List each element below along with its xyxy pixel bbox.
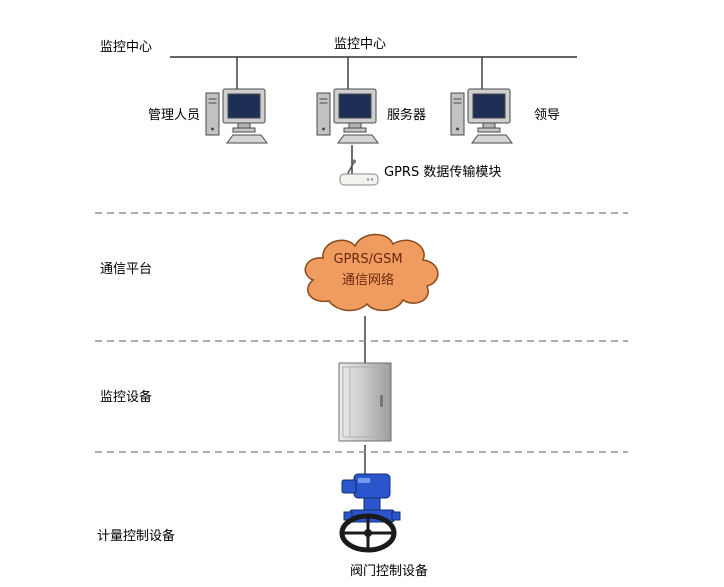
cloud-label-line1: GPRS/GSM xyxy=(333,252,403,267)
gprs-modem-icon xyxy=(336,158,382,190)
computer-icon-admin xyxy=(205,87,269,145)
rtu-cabinet-icon xyxy=(336,361,394,445)
section-label-monitor-center: 监控中心 xyxy=(100,40,153,55)
cabinet-handle xyxy=(380,395,383,407)
node-label-valve: 阀门控制设备 xyxy=(350,564,429,579)
antenna xyxy=(346,161,355,176)
keyboard xyxy=(337,134,379,144)
monitor-screen xyxy=(227,93,261,119)
handwheel xyxy=(339,513,397,553)
cloud-label-line2: 通信网络 xyxy=(341,273,394,288)
monitor-screen xyxy=(472,93,506,119)
cloud-shape xyxy=(304,233,439,312)
node-label-server: 服务器 xyxy=(387,108,427,123)
node-label-gprs-module: GPRS 数据传输模块 xyxy=(384,165,502,180)
section-label-metering-device: 计量控制设备 xyxy=(97,529,176,544)
keyboard xyxy=(226,134,268,144)
node-label-admin: 管理人员 xyxy=(148,108,201,123)
computer-icon-leader xyxy=(450,87,514,145)
monitor-screen xyxy=(338,93,372,119)
computer-icon-server xyxy=(316,87,380,145)
modem-body xyxy=(339,173,379,186)
node-label-leader: 领导 xyxy=(534,108,561,123)
cabinet-body xyxy=(338,362,392,442)
section-label-monitor-device: 监控设备 xyxy=(100,390,153,405)
keyboard xyxy=(471,134,513,144)
gsm-network-cloud-icon xyxy=(293,226,443,321)
cabinet-door xyxy=(342,366,388,438)
section-label-comm-platform: 通信平台 xyxy=(100,262,153,277)
valve-actuator-icon xyxy=(330,470,406,560)
diagram-title: 监控中心 xyxy=(333,37,386,52)
cloud-label: GPRS/GSM 通信网络 xyxy=(293,249,443,291)
